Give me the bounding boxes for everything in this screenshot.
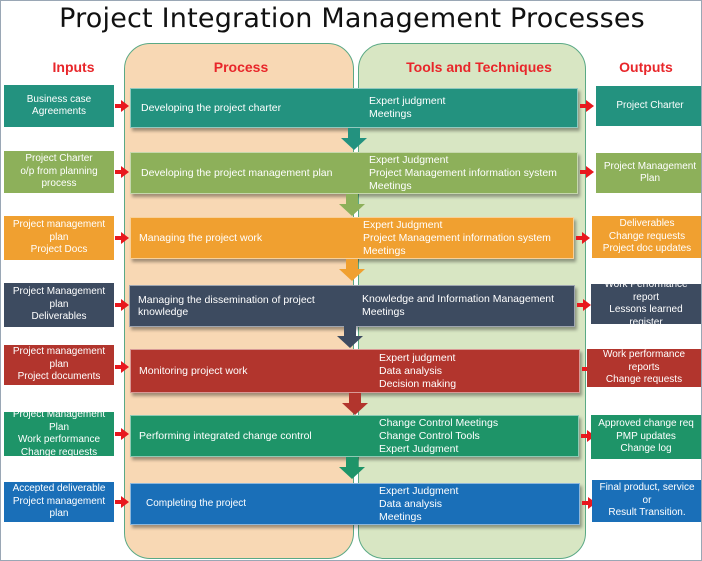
tools-list: Expert Judgment Project Management infor… xyxy=(369,153,557,192)
tools-list: Expert Judgment Project Management infor… xyxy=(363,218,551,257)
process-label: Completing the project xyxy=(146,497,247,509)
output-box-plan: Project Management Plan xyxy=(596,153,701,193)
input-arrow-icon xyxy=(115,232,129,244)
input-box-charter: Business case Agreements xyxy=(4,85,114,127)
inputs-header: Inputs xyxy=(52,59,95,75)
process-band-knowledge: Managing the dissemination of project kn… xyxy=(129,285,575,327)
tools-list: Expert judgment Data analysis Decision m… xyxy=(379,351,457,390)
process-band-monitor: Monitoring project work Expert judgment … xyxy=(130,349,580,393)
input-box-plan: Project Charter o/p from planning proces… xyxy=(4,151,114,193)
process-band-plan: Developing the project management plan E… xyxy=(130,152,578,194)
input-arrow-icon xyxy=(115,299,129,311)
process-header: Process xyxy=(213,59,269,75)
down-arrow-icon xyxy=(339,194,365,216)
process-label: Monitoring project work xyxy=(139,364,248,377)
tools-list: Change Control Meetings Change Control T… xyxy=(379,416,499,455)
process-label: Managing the project work xyxy=(139,231,263,244)
input-box-close: Accepted deliverable Project management … xyxy=(4,482,114,522)
input-arrow-icon xyxy=(115,166,129,178)
output-arrow-icon xyxy=(576,232,590,244)
output-box-close: Final product, service or Result Transit… xyxy=(592,480,701,522)
input-arrow-icon xyxy=(115,100,129,112)
down-arrow-icon xyxy=(337,326,363,348)
down-arrow-icon xyxy=(341,128,367,150)
process-label: Managing the dissemination of project kn… xyxy=(138,293,315,319)
input-box-monitor: Project management plan Project document… xyxy=(4,345,114,385)
tools-list: Expert judgment Meetings xyxy=(369,95,446,120)
down-arrow-icon xyxy=(339,457,365,479)
input-box-change: Project Management Plan Work performance… xyxy=(4,409,114,458)
input-arrow-icon xyxy=(115,361,129,373)
output-box-knowledge: Work Performance report Lessons learned … xyxy=(591,279,701,328)
input-arrow-icon xyxy=(115,496,129,508)
output-arrow-icon xyxy=(577,299,591,311)
process-label: Developing the project management plan xyxy=(141,166,333,179)
output-arrow-icon xyxy=(580,100,594,112)
output-box-charter: Project Charter xyxy=(596,86,701,126)
process-band-change: Performing integrated change control Cha… xyxy=(130,415,579,457)
output-box-monitor: Work performance reports Change requests xyxy=(587,349,701,387)
output-box-change: Approved change req PMP updates Change l… xyxy=(591,415,701,459)
output-arrow-icon xyxy=(580,166,594,178)
input-box-work: Project management plan Project Docs xyxy=(4,216,114,260)
input-arrow-icon xyxy=(115,428,129,440)
tools-header: Tools and Techniques xyxy=(406,59,552,75)
down-arrow-icon xyxy=(342,393,368,415)
diagram-title: Project Integration Management Processes xyxy=(59,3,645,34)
process-label: Performing integrated change control xyxy=(139,429,312,442)
process-band-charter: Developing the project charter Expert ju… xyxy=(130,88,578,128)
output-box-work: Deliverables Change requests Project doc… xyxy=(592,216,701,258)
process-label: Developing the project charter xyxy=(141,101,282,114)
input-box-knowledge: Project Management plan Deliverables xyxy=(4,283,114,327)
tools-list: Knowledge and Information Management Mee… xyxy=(362,293,555,318)
process-band-close: Completing the project Expert Judgment D… xyxy=(130,483,580,525)
process-band-work: Managing the project work Expert Judgmen… xyxy=(130,217,574,259)
down-arrow-icon xyxy=(339,259,365,281)
outputs-header: Outputs xyxy=(619,59,673,75)
tools-list: Expert Judgment Data analysis Meetings xyxy=(379,484,459,523)
